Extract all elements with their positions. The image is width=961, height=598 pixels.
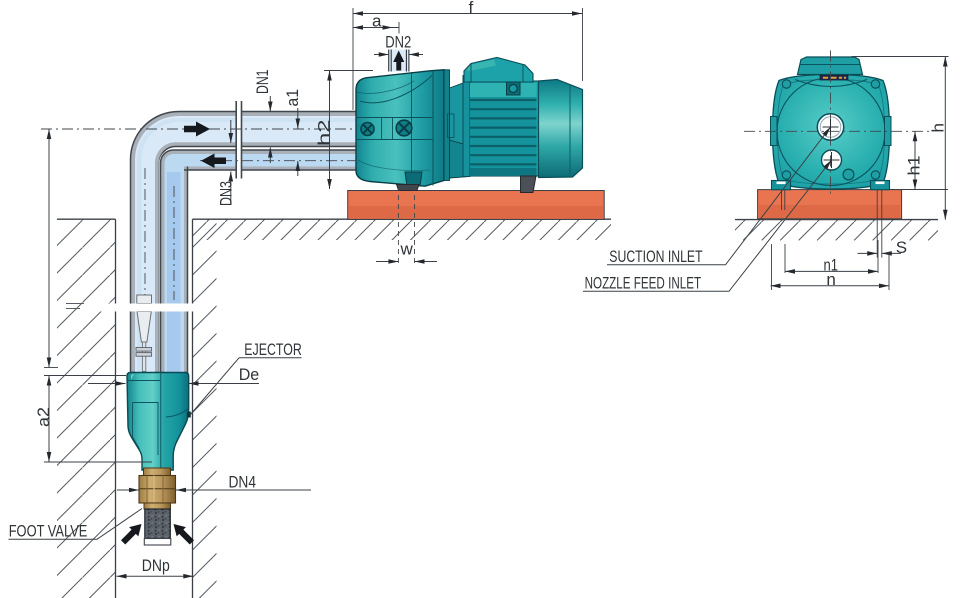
svg-text:n: n bbox=[826, 270, 835, 289]
svg-text:a1: a1 bbox=[283, 89, 302, 107]
svg-text:DN4: DN4 bbox=[229, 473, 257, 492]
svg-text:n1: n1 bbox=[824, 256, 839, 275]
svg-text:DN2: DN2 bbox=[385, 33, 411, 52]
svg-text:f: f bbox=[469, 0, 474, 17]
svg-text:h1: h1 bbox=[905, 156, 924, 176]
svg-text:FOOT VALVE: FOOT VALVE bbox=[9, 521, 88, 540]
svg-text:SUCTION INLET: SUCTION INLET bbox=[609, 247, 702, 266]
svg-text:EJECTOR: EJECTOR bbox=[244, 340, 301, 359]
svg-text:DN1: DN1 bbox=[253, 70, 272, 95]
svg-text:DN3: DN3 bbox=[217, 181, 236, 206]
svg-text:a: a bbox=[372, 11, 382, 30]
svg-text:DNp: DNp bbox=[142, 556, 170, 575]
svg-text:a2: a2 bbox=[34, 407, 53, 427]
svg-text:h: h bbox=[929, 123, 948, 132]
svg-text:h2: h2 bbox=[314, 120, 333, 147]
svg-text:w: w bbox=[400, 240, 414, 259]
svg-text:NOZZLE FEED INLET: NOZZLE FEED INLET bbox=[585, 273, 702, 292]
svg-text:De: De bbox=[239, 365, 260, 384]
svg-text:S: S bbox=[896, 238, 907, 257]
